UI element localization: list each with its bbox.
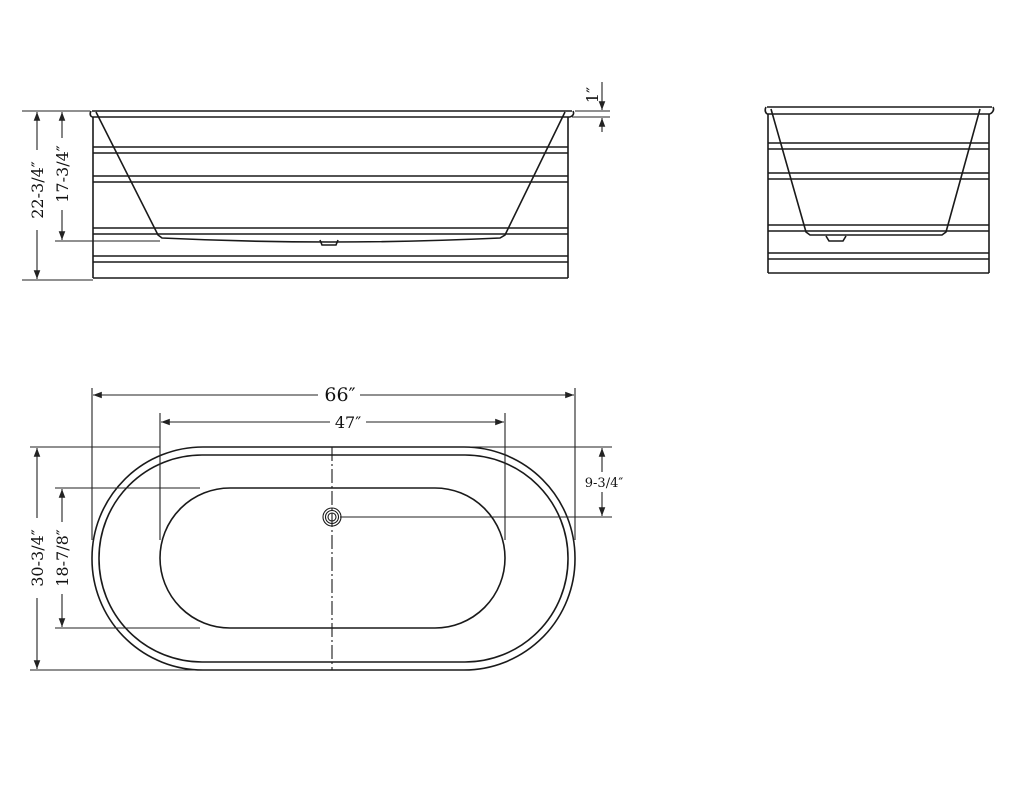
overall-height-label: 22-3/4″ [28, 161, 47, 219]
outer-rim [91, 446, 576, 671]
front-bands [93, 146, 568, 263]
inner-rim [98, 454, 569, 663]
interior-width-label: 18-7/8″ [53, 529, 72, 587]
front-drain [319, 239, 339, 246]
interior-depth-label: 17-3/4″ [53, 145, 72, 203]
drain-offset-label: 9-3/4″ [585, 476, 624, 491]
side-view [764, 106, 995, 274]
front-interior-outline [95, 111, 566, 243]
overall-width-label: 30-3/4″ [28, 529, 47, 587]
overall-length-label: 66″ [324, 384, 355, 406]
rim-thickness-label: 1″ [583, 87, 602, 103]
front-view: 22-3/4″ 17-3/4″ 1″ [22, 82, 610, 281]
top-view: 66″ 47″ 9-3/4″ 30-3/4″ 18-7/8″ [28, 384, 626, 671]
interior-length-label: 47″ [335, 413, 361, 432]
